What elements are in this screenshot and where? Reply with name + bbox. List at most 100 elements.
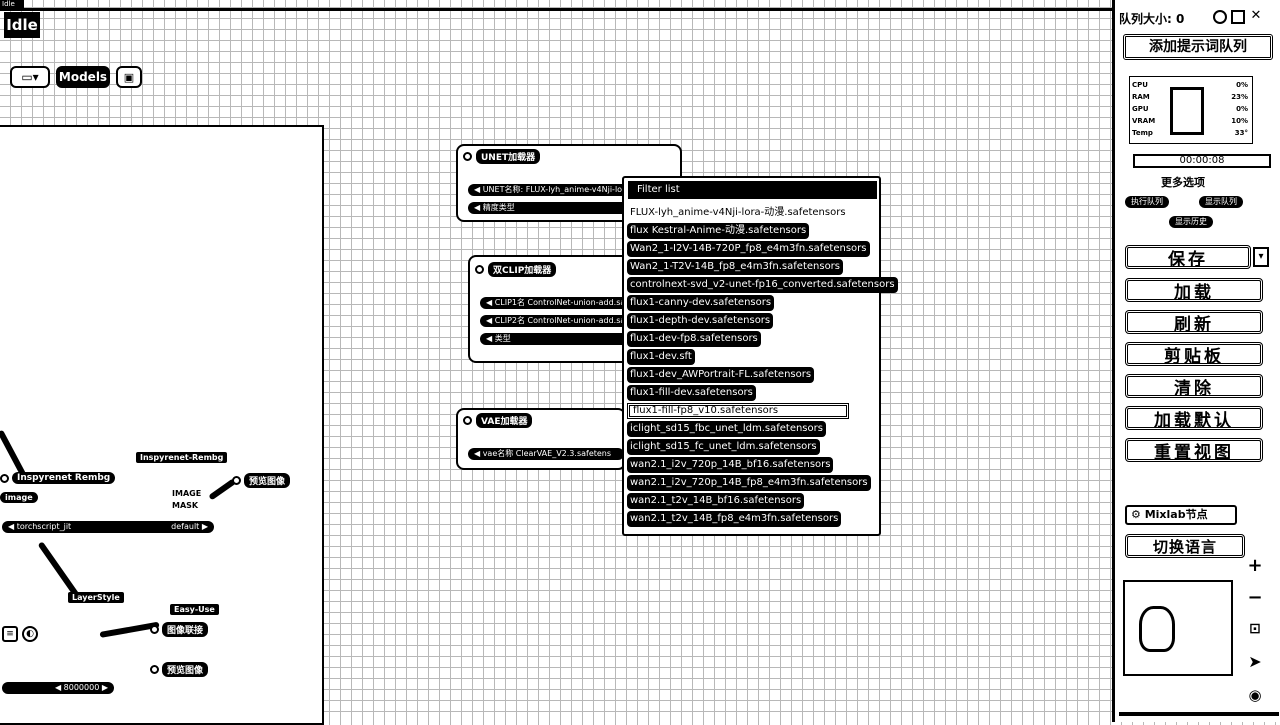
vae-loader-node[interactable]: VAE加载器 ◀ vae名称 ClearVAE_V2.3.safetens (456, 408, 626, 470)
unet-title-text: UNET加载器 (476, 149, 541, 164)
queue-size-label: 队列大小: 0 (1119, 12, 1185, 26)
image-batch-node: 图像联接 (150, 622, 209, 637)
rembg-outputs: IMAGE MASK (172, 488, 201, 512)
clear-button[interactable]: 清除 (1125, 374, 1263, 399)
folder-icon: ▭▾ (21, 70, 39, 84)
save-button[interactable]: 保存 (1125, 245, 1251, 270)
reset-view-button[interactable]: 重置视图 (1125, 438, 1263, 463)
idle-badge: Idle (4, 12, 40, 38)
output-image[interactable]: IMAGE (172, 489, 202, 498)
show-queue-button[interactable]: 显示队列 (1199, 196, 1243, 208)
send-icon[interactable]: ➤ (1248, 651, 1262, 671)
clip-title: 双CLIP加载器 (475, 262, 557, 277)
unet-collapse-dot[interactable] (463, 152, 472, 161)
dropdown-option[interactable]: FLUX-lyh_anime-v4Nji-lora-动漫.safetensors (630, 207, 846, 218)
mode-value: default ▶ (171, 522, 208, 531)
clip-collapse-dot[interactable] (475, 265, 484, 274)
input-image-socket[interactable]: image (0, 492, 38, 503)
unet-loader-node[interactable]: UNET加载器 ◀ UNET名称: FLUX-lyh_anime-v4Nji-l… (456, 144, 682, 222)
clip-title-text: 双CLIP加载器 (488, 262, 557, 277)
floppy-icon: ▣ (123, 70, 135, 84)
preview-title: 预览图像 (244, 473, 291, 488)
torchscript-widget[interactable]: ◀ torchscript_jit default ▶ (2, 521, 214, 533)
settings-icon[interactable] (1213, 10, 1227, 24)
timer-display: 00:00:08 (1133, 154, 1271, 168)
plus-icon[interactable]: + (1247, 554, 1263, 576)
dropdown-option[interactable]: flux1-dev-fp8.safetensors (627, 331, 761, 347)
clip1-widget[interactable]: ◀ CLIP1名 ControlNet-union-add.safet (480, 297, 630, 309)
load-default-button[interactable]: 加载默认 (1125, 406, 1263, 431)
dropdown-option[interactable]: Wan2_1-I2V-14B-720P_fp8_e4m3fn.safetenso… (627, 241, 870, 257)
dropdown-option[interactable]: flux1-fill-fp8_v10.safetensors (627, 403, 849, 419)
grid-icon[interactable]: ≡ (2, 626, 18, 642)
dropdown-option[interactable]: flux Kestral-Anime-动漫.safetensors (627, 223, 810, 239)
output-mask[interactable]: MASK (172, 501, 199, 510)
models-button[interactable]: Models (56, 66, 110, 88)
dropdown-option[interactable]: controlnext-svd_v2-unet-fp16_converted.s… (627, 277, 898, 293)
group-label-inspyrenet: Inspyrenet-Rembg (136, 452, 228, 463)
vae-name-widget[interactable]: ◀ vae名称 ClearVAE_V2.3.safetens (468, 448, 624, 460)
dropdown-option[interactable]: flux1-fill-dev.safetensors (627, 385, 756, 401)
vae-collapse-dot[interactable] (463, 416, 472, 425)
image-batch-dot[interactable] (150, 625, 159, 634)
mixlab-nodes-button[interactable]: ⚙ Mixlab节点 (1125, 505, 1237, 525)
vae-title-text: VAE加载器 (476, 413, 533, 428)
torchscript-label: ◀ torchscript_jit (8, 522, 72, 531)
preview2-dot[interactable] (150, 665, 159, 674)
dropdown-option[interactable]: wan2.1_t2v_14B_fp8_e4m3fn.safetensors (627, 511, 842, 527)
dropdown-option[interactable]: flux1-canny-dev.safetensors (627, 295, 775, 311)
show-history-button[interactable]: 显示历史 (1169, 216, 1213, 228)
dropdown-option[interactable]: flux1-dev.sft (627, 349, 695, 365)
preview-image-node: 预览图像 (232, 473, 291, 488)
dropdown-option[interactable]: Wan2_1-T2V-14B_fp8_e4m3fn.safetensors (627, 259, 844, 275)
extra-options-toggle[interactable]: 更多选项 (1161, 176, 1205, 189)
folder-button[interactable]: ▭▾ (10, 66, 50, 88)
close-icon[interactable]: ✕ (1250, 8, 1262, 23)
load-button[interactable]: 加载 (1125, 278, 1263, 303)
top-divider (0, 8, 1112, 11)
dropdown-option[interactable]: wan2.1_i2v_720p_14B_fp8_e4m3fn.safetenso… (627, 475, 871, 491)
precision-widget[interactable]: ◀ 精度类型 (468, 202, 628, 214)
save-workflow-button[interactable]: ▣ (116, 66, 142, 88)
add-prompt-queue-button[interactable]: 添加提示词队列 (1123, 34, 1273, 60)
idle-status-tab: Idle (0, 0, 24, 9)
unet-name-widget[interactable]: ◀ UNET名称: FLUX-lyh_anime-v4Nji-lo (468, 184, 628, 196)
sidebar-header-icons: ✕ (1213, 8, 1263, 24)
refresh-button[interactable]: 刷新 (1125, 310, 1263, 335)
dual-clip-loader-node[interactable]: 双CLIP加载器 ◀ CLIP1名 ControlNet-union-add.s… (468, 255, 630, 363)
exec-queue-button[interactable]: 执行队列 (1125, 196, 1169, 208)
rembg-node-title: Inspyrenet Rembg (0, 472, 116, 484)
filter-list-input[interactable]: Filter list (628, 181, 877, 199)
chevron-down-icon[interactable]: ▾ (1253, 247, 1269, 267)
gear-icon[interactable]: ◐ (22, 626, 38, 642)
type-widget[interactable]: ◀ 类型 (480, 333, 630, 345)
image-batch-title: 图像联接 (162, 622, 209, 637)
model-dropdown-list[interactable]: Filter list FLUX-lyh_anime-v4Nji-lora-动漫… (622, 176, 898, 536)
monitor-values: 0%23%0%10%33° (1231, 81, 1248, 137)
preview-image-node-2: 预览图像 (150, 662, 209, 677)
group-label-easyuse: Easy-Use (170, 604, 219, 615)
clipboard-button[interactable]: 剪贴板 (1125, 342, 1263, 367)
clip2-widget[interactable]: ◀ CLIP2名 ControlNet-union-add.safet (480, 315, 630, 327)
number-widget[interactable]: ◀ 8000000 ▶ (2, 682, 114, 694)
eye-icon[interactable]: ◉ (1248, 686, 1262, 704)
monitor-graph (1170, 87, 1204, 135)
group-label-layerstyle: LayerStyle (68, 592, 124, 603)
dropdown-option[interactable]: iclight_sd15_fc_unet_ldm.safetensors (627, 439, 820, 455)
switch-language-button[interactable]: 切换语言 (1125, 534, 1245, 558)
dropdown-option[interactable]: wan2.1_t2v_14B_bf16.safetensors (627, 493, 805, 509)
node-collapse-dot[interactable] (0, 473, 9, 483)
dropdown-option[interactable]: flux1-depth-dev.safetensors (627, 313, 774, 329)
preview-collapse-dot[interactable] (232, 476, 241, 485)
minus-icon[interactable]: − (1247, 586, 1263, 608)
fit-view-icon[interactable]: ⊡ (1249, 621, 1261, 637)
dropdown-option[interactable]: iclight_sd15_fbc_unet_ldm.safetensors (627, 421, 826, 437)
minimap[interactable] (1123, 580, 1233, 676)
dropdown-option[interactable]: flux1-dev_AWPortrait-FL.safetensors (627, 367, 815, 383)
window-icon[interactable] (1231, 10, 1245, 24)
sidebar-bottom-bar (1119, 712, 1279, 716)
dropdown-option[interactable]: wan2.1_i2v_720p_14B_bf16.safetensors (627, 457, 834, 473)
